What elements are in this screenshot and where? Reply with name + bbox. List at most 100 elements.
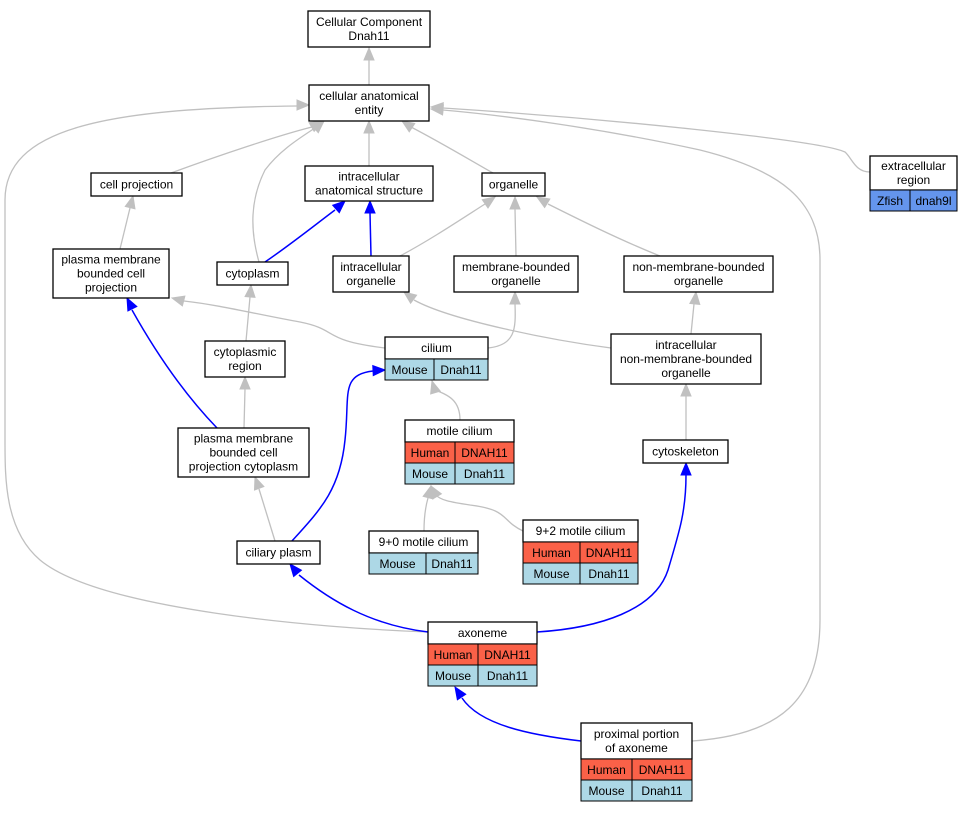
node-label: bounded cell	[209, 446, 277, 460]
gene-label: Dnah11	[440, 363, 481, 377]
gene-cell	[454, 462, 515, 485]
arrowhead-icon	[124, 194, 136, 210]
edge-line	[547, 203, 661, 257]
gene-label: Dnah11	[464, 467, 505, 481]
node-title-box	[610, 333, 762, 385]
node-intracellular-non-membrane-bounded-organelle[interactable]: intracellularnon-membrane-boundedorganel…	[610, 333, 762, 385]
node-label: projection	[85, 281, 137, 295]
arrowhead-icon	[310, 120, 325, 134]
node-title-box	[204, 340, 286, 378]
arrowhead-icon	[244, 283, 256, 298]
node-label: projection cytoplasm	[189, 460, 298, 474]
edge-line	[690, 303, 695, 335]
node-label: region	[228, 359, 261, 373]
node-label: cilium	[421, 341, 452, 355]
node-label: region	[897, 173, 930, 187]
gene-cell	[433, 358, 489, 381]
node-label: proximal portion	[594, 727, 679, 741]
species-label: Human	[587, 763, 626, 777]
is-a-edge-organelle-to-cellular_anatomical_entity	[400, 120, 494, 174]
node-ciliary-plasm[interactable]: ciliary plasm	[236, 540, 321, 565]
node-label: non-membrane-bounded	[620, 352, 752, 366]
edge-line	[487, 303, 516, 349]
part-of-edge-cytoplasm-to-intracellular_anatomical_structure	[264, 200, 346, 263]
arrowhead-icon	[400, 120, 416, 133]
arrowhead-icon	[170, 295, 186, 307]
is-a-edge-cytoplasmic_region-to-cytoplasm	[244, 283, 256, 342]
is-a-edge-intracellular_non_membrane_bounded_organelle-to-intracellular_organelle	[402, 291, 612, 349]
node-title-box	[453, 255, 579, 293]
gene-label: Dnah11	[431, 557, 472, 571]
gene-label: Dnah11	[588, 567, 629, 581]
node-cell-projection[interactable]: cell projection	[90, 172, 183, 197]
edge-line	[536, 474, 687, 633]
node-label: plasma membrane	[61, 253, 161, 267]
part-of-edge-ciliary_plasm-to-cilium	[291, 364, 387, 542]
edges-layer	[4, 46, 871, 742]
node-label: bounded cell	[77, 267, 145, 281]
edge-line	[119, 207, 131, 250]
edge-line	[4, 105, 429, 633]
edge-line	[442, 107, 871, 173]
node-title-box	[216, 261, 289, 286]
node-cytoskeleton[interactable]: cytoskeleton	[642, 439, 729, 464]
edge-line	[243, 388, 246, 429]
is-a-edge-ciliary_plasm-to-pm_bounded_cell_projection_cytoplasm	[253, 475, 276, 542]
gene-label: dnah9l	[915, 194, 951, 208]
node-label: of axoneme	[605, 741, 668, 755]
node-cytoplasm[interactable]: cytoplasm	[216, 261, 289, 286]
arrowhead-icon	[680, 461, 692, 476]
edge-line	[410, 126, 494, 174]
node-title-box	[90, 172, 183, 197]
is-a-edge-membrane_bounded_organelle-to-organelle	[509, 195, 521, 257]
arrowhead-icon	[253, 475, 265, 491]
gene-label: DNAH11	[484, 648, 531, 662]
is-a-edge-plasma_membrane_bounded_cell_projection-to-cell_projection	[119, 194, 136, 250]
arrowhead-icon	[363, 46, 375, 61]
node-label: cellular anatomical	[319, 89, 418, 103]
node-label: non-membrane-bounded	[632, 260, 764, 274]
is-a-edge-pm_bounded_cell_projection_cytoplasm-to-cytoplasmic_region	[239, 375, 251, 429]
gene-cell	[631, 779, 693, 802]
gene-cell	[579, 562, 639, 585]
is-a-edge-intracellular_anatomical_structure-to-cellular_anatomical_entity	[363, 119, 375, 166]
is-a-edge-cilium-to-membrane_bounded_organelle	[487, 290, 521, 349]
node-organelle[interactable]: organelle	[481, 172, 546, 197]
node-label: ciliary plasm	[245, 546, 311, 560]
edge-line	[369, 212, 372, 257]
arrowhead-icon	[509, 195, 521, 210]
node-label: anatomical structure	[315, 184, 423, 198]
species-label: Human	[411, 446, 450, 460]
arrowhead-icon	[289, 562, 303, 578]
species-label: Mouse	[533, 567, 569, 581]
is-a-edge-motile_cilium-to-cilium	[430, 379, 461, 421]
node-label: organelle	[489, 178, 539, 192]
edge-line	[258, 488, 276, 542]
node-label: intracellular	[655, 338, 716, 352]
node-label: motile cilium	[426, 424, 492, 438]
arrowhead-icon	[481, 196, 497, 209]
node-label: entity	[355, 103, 384, 117]
